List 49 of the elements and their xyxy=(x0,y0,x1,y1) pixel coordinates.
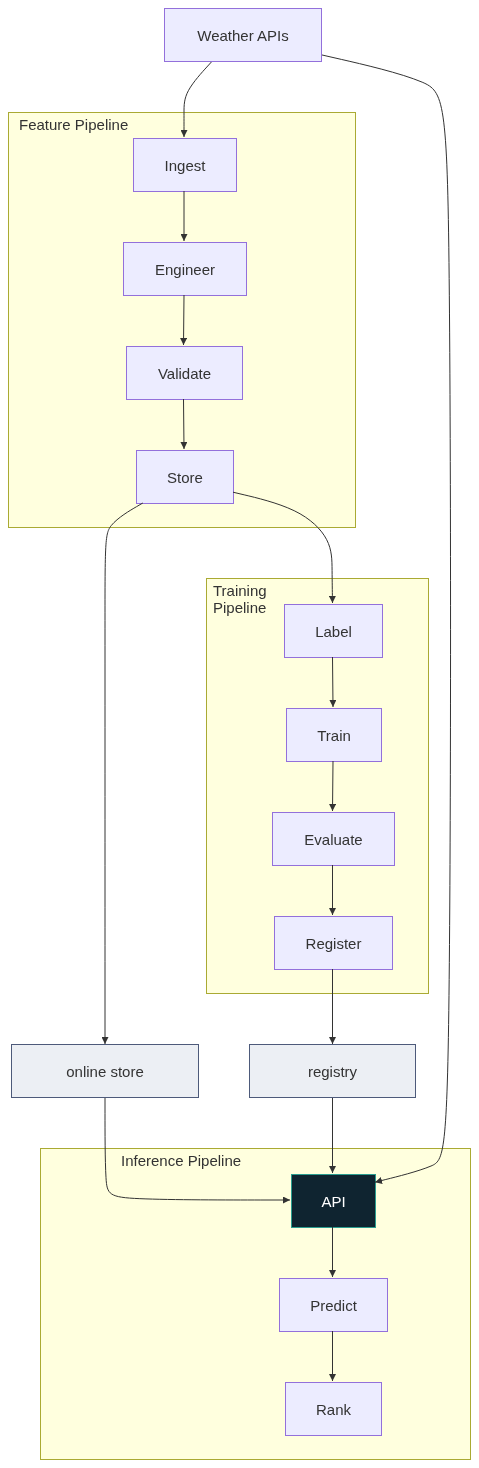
pipeline-group xyxy=(8,112,356,528)
step-label: Label xyxy=(315,622,352,640)
arrow xyxy=(180,398,188,450)
step-label: Ingest xyxy=(164,156,206,174)
step-label: Validate xyxy=(157,364,212,382)
step-label: Rank xyxy=(316,1400,351,1418)
process-box xyxy=(286,708,382,762)
storage-box xyxy=(249,1044,416,1098)
process-box xyxy=(274,916,393,970)
group-title: Inference Pipeline xyxy=(121,1152,243,1169)
arrow xyxy=(104,1097,291,1204)
group-title: Feature Pipeline xyxy=(19,116,130,133)
step-label: registry xyxy=(307,1062,358,1080)
arrow xyxy=(180,294,188,346)
group-title: Training Pipeline xyxy=(213,582,268,616)
process-box xyxy=(164,8,322,62)
step-label: online store xyxy=(66,1062,144,1080)
step-label: Register xyxy=(305,934,362,952)
process-box xyxy=(285,1382,382,1436)
arrow xyxy=(329,864,336,916)
process-box xyxy=(126,346,243,400)
step-label: Predict xyxy=(310,1296,357,1314)
process-box xyxy=(136,450,234,504)
process-box xyxy=(291,1174,376,1228)
arrow xyxy=(329,656,337,708)
pipeline-group xyxy=(40,1148,471,1460)
arrow xyxy=(329,1226,336,1278)
arrow xyxy=(180,61,212,138)
arrow xyxy=(329,968,336,1045)
step-label: Engineer xyxy=(154,260,215,278)
process-box xyxy=(133,138,237,192)
arrow xyxy=(101,502,144,1045)
arrow xyxy=(232,491,336,604)
process-box xyxy=(284,604,383,658)
process-box xyxy=(279,1278,388,1332)
step-label: Store xyxy=(167,468,203,486)
arrow xyxy=(329,1330,336,1382)
step-label: Evaluate xyxy=(304,830,363,848)
pipeline-group xyxy=(206,578,429,994)
step-label: API xyxy=(321,1192,346,1210)
arrow xyxy=(321,54,452,1184)
process-box xyxy=(272,812,395,866)
step-label: Train xyxy=(317,726,351,744)
step-label: Weather APIs xyxy=(197,26,289,44)
arrow xyxy=(329,1097,336,1174)
arrow xyxy=(180,190,188,242)
storage-box xyxy=(11,1044,199,1098)
process-box xyxy=(123,242,247,296)
arrow xyxy=(329,760,337,812)
